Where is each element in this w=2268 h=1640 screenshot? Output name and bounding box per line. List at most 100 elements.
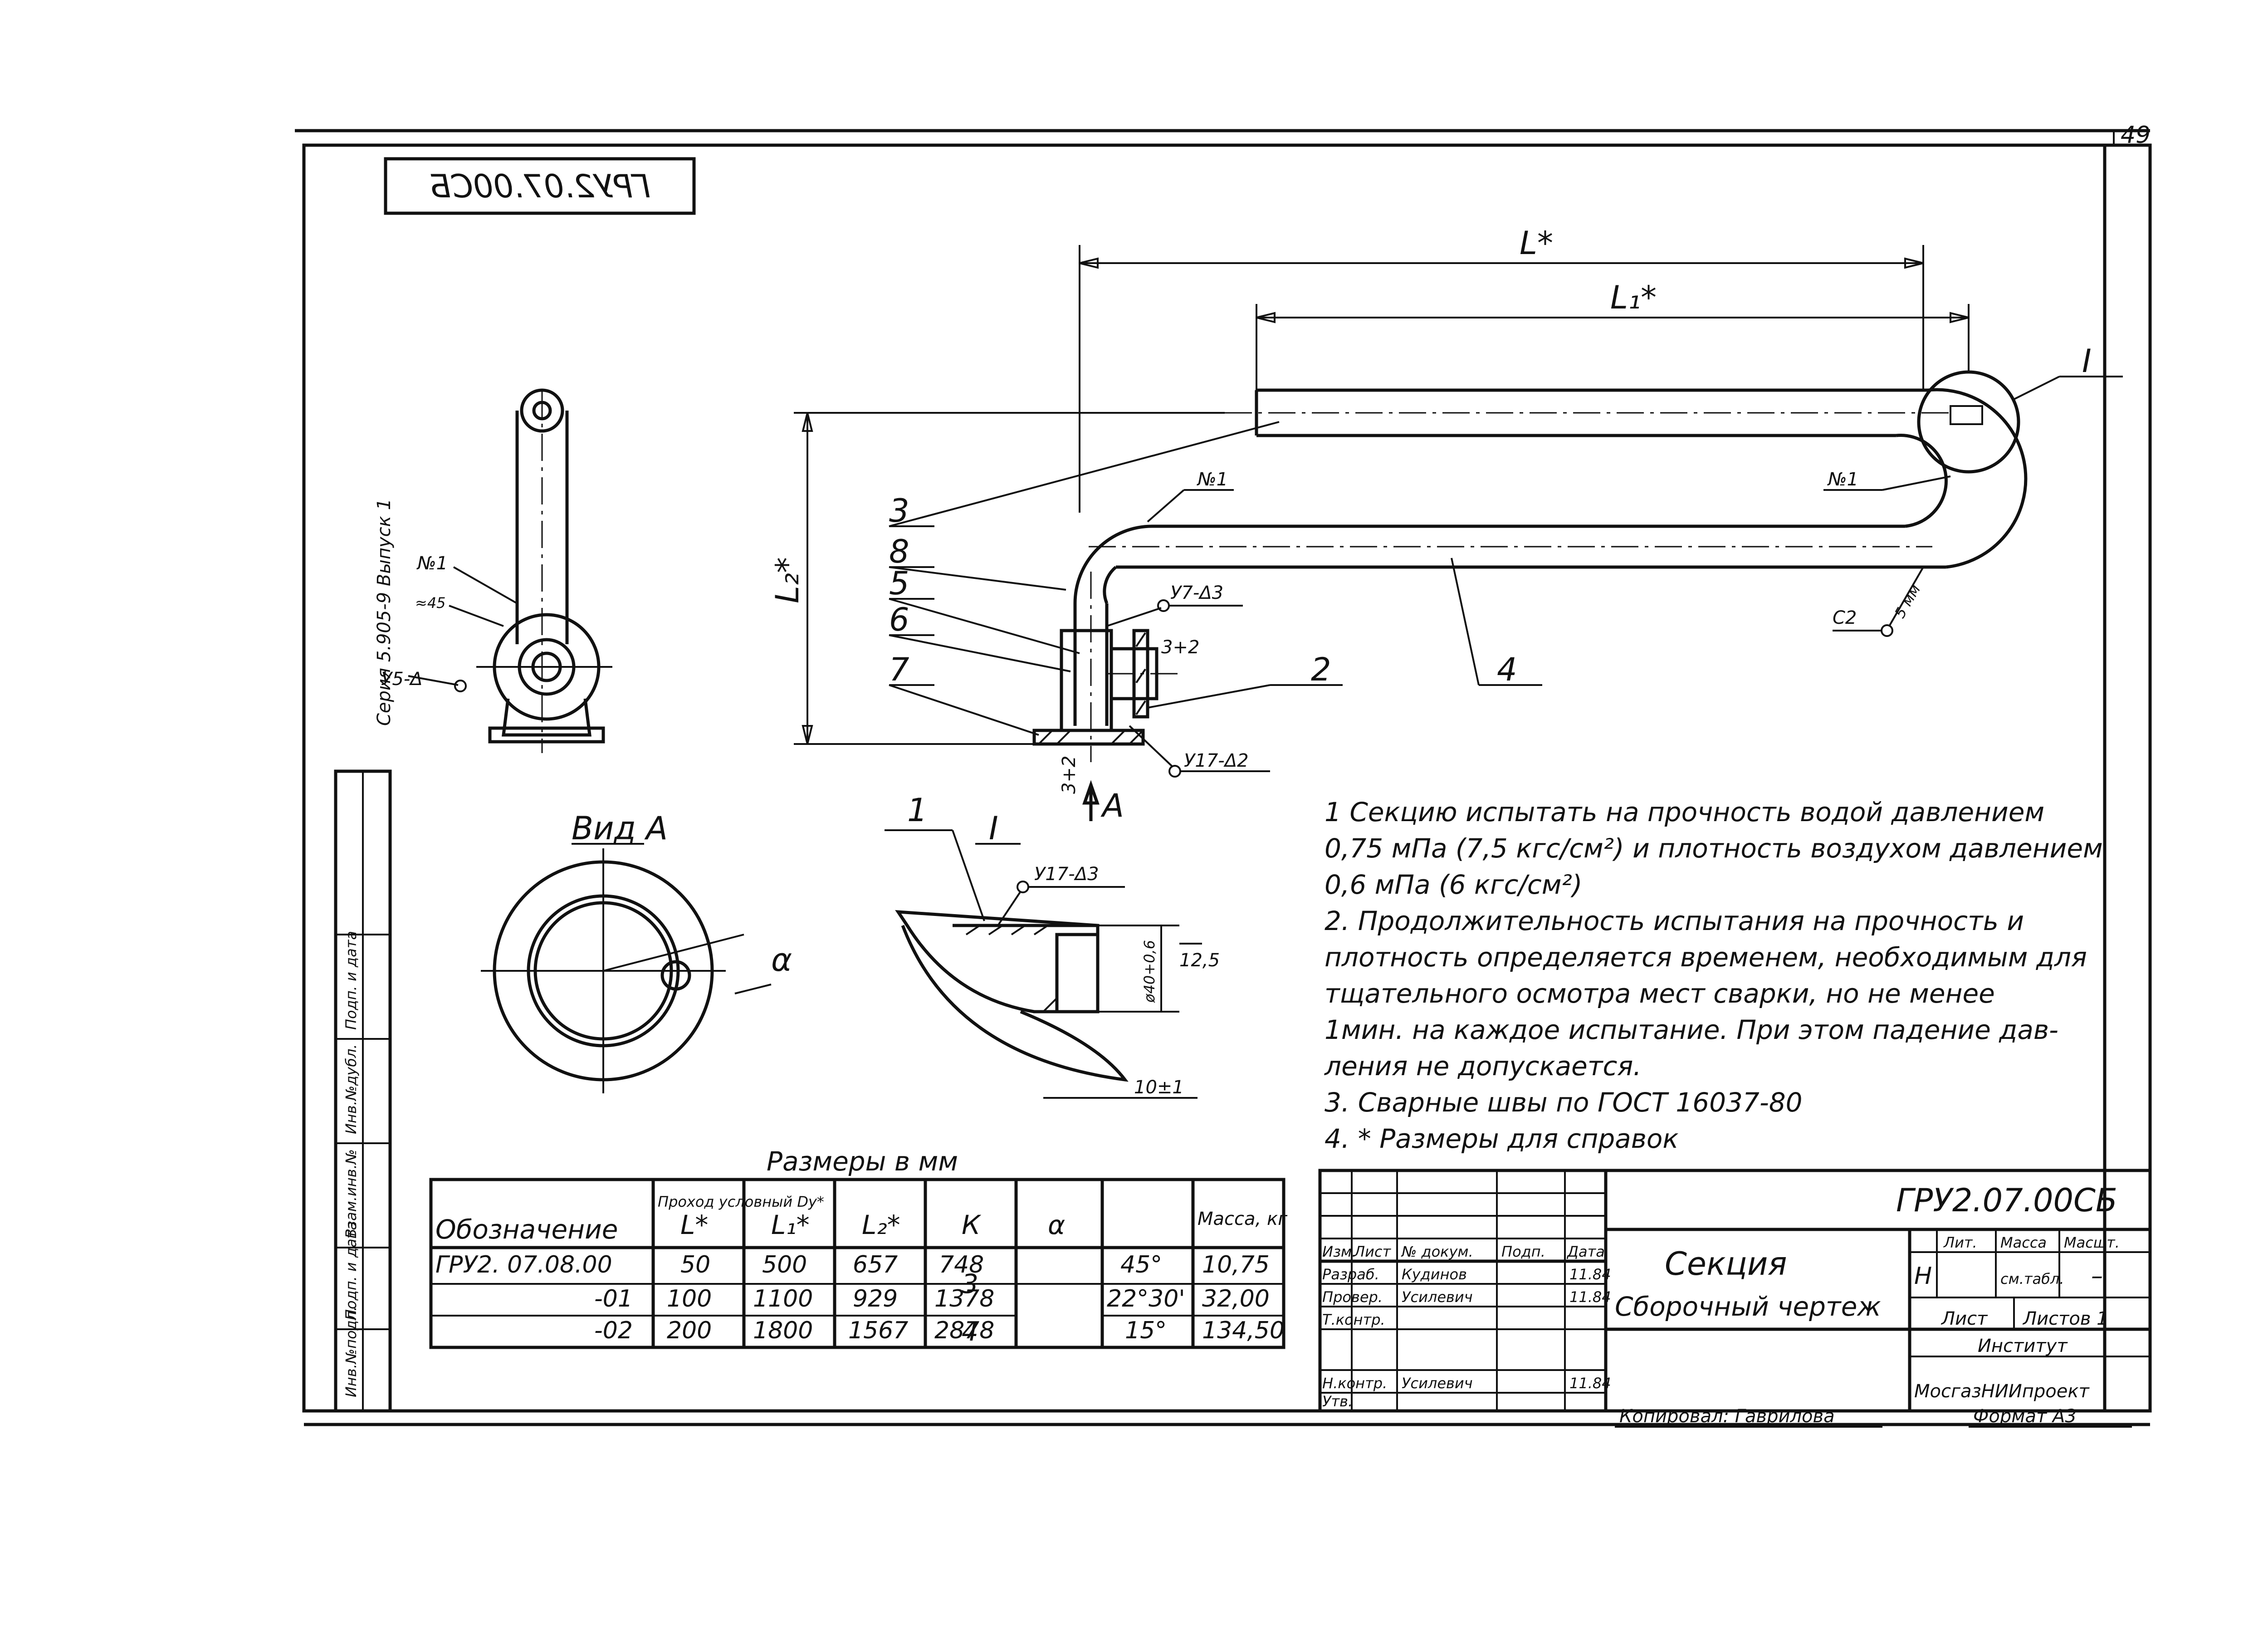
view-A-label: Вид А [572, 810, 668, 847]
tb-institute-label: Институт [1978, 1336, 2068, 1356]
cell-r2-c8: 32,00 [1202, 1285, 1270, 1312]
tb-name-2: Усилевич [1402, 1288, 1473, 1306]
note-line-9: 3. Сварные швы по ГОСТ 16037-80 [1325, 1087, 1803, 1118]
part-8: 8 [889, 533, 909, 570]
cell-r3-c2: 200 [667, 1317, 712, 1344]
technical-notes: 1 Секцию испытать на прочность водой дав… [1324, 797, 2103, 1154]
part-7: 7 [889, 651, 909, 688]
tb-role-ncontrol: Н.контр. [1322, 1375, 1387, 1392]
cell-r2-c5: 1378 [934, 1285, 994, 1312]
th-L2: L₂* [862, 1209, 900, 1240]
tb-role-approved: Утв. [1322, 1393, 1353, 1410]
tb-scale-val: – [2091, 1263, 2103, 1290]
tb-lit-val: Н [1914, 1263, 1932, 1290]
sheet-frame: 49 [295, 122, 2152, 1426]
gap-3-2-bottom: 3+2 [1059, 756, 1080, 794]
note-line-8: ления не допускается. [1324, 1051, 1642, 1082]
front-view: I L* L₁* L₂* 3 8 5 6 7 2 [769, 225, 2123, 824]
th-nominal-passage: Проход условный Dу* [658, 1193, 824, 1210]
cell-r1-c8: 10,75 [1202, 1251, 1270, 1278]
note-line-6: тщательного осмотра мест сварки, но не м… [1325, 978, 1995, 1009]
note-line-7: 1мин. на каждое испытание. При этом паде… [1325, 1014, 2058, 1045]
note-line-5: плотность определяется временем, необход… [1325, 942, 2087, 973]
detail-10-1: 10±1 [1134, 1077, 1184, 1098]
view-A: Вид А α [481, 810, 792, 1093]
cell-r3-c8: 134,50 [1202, 1317, 1285, 1344]
weld-n1-top: №1 [1827, 469, 1858, 490]
cell-r1-c5: 748 [939, 1251, 984, 1278]
side-series-label: Серия 5.905-9 Выпуск 1 [374, 499, 395, 726]
page-number: 49 [2121, 122, 2151, 149]
tb-role-developer: Разраб. [1322, 1266, 1379, 1283]
title-block: Изм. Лист № докум. Подп. Дата Разраб. Пр… [1318, 1169, 2152, 1428]
tb-institute: МосгазНИИпроект [1914, 1381, 2090, 1402]
side-margin-block: Инв.№подл. Подп. и дата Взам.инв.№ Инв.№… [334, 499, 395, 1413]
th-designation: Обозначение [435, 1214, 618, 1245]
tb-role-tcontrol: Т.контр. [1322, 1311, 1385, 1328]
cell-r3-c1: -02 [594, 1317, 633, 1344]
dim-L2: L₂* [769, 557, 806, 603]
cell-r2-c7: 22°30' [1107, 1285, 1185, 1312]
side-col-3: Взам.инв.№ [342, 1149, 360, 1239]
dim-L1: L₁* [1610, 279, 1657, 316]
detail-part-1: 1 [907, 792, 928, 829]
mirrored-stamp: ГРУ2.07.00СБ [384, 157, 696, 215]
table-caption: Размеры в мм [767, 1146, 958, 1177]
cell-r2-c4: 929 [853, 1285, 898, 1312]
detail-12-5: 12,5 [1179, 950, 1220, 971]
th-mass: Масса, кг [1198, 1209, 1288, 1229]
tb-name-4: Усилевич [1402, 1375, 1473, 1392]
cell-r3-c3: 1800 [753, 1317, 813, 1344]
detail-I-label: I [989, 810, 998, 847]
side-view: №1 ≈45 У5-Δ [381, 388, 612, 753]
tb-role-checker: Провер. [1322, 1288, 1383, 1306]
part-6: 6 [889, 601, 909, 638]
detail-weld: У17-Δ3 [1034, 864, 1099, 885]
tb-col-date: Дата [1566, 1243, 1605, 1260]
alpha-label: α [771, 941, 792, 979]
note-line-3: 0,6 мПа (6 кгс/см²) [1325, 869, 1582, 900]
side-weld-y5: У5-Δ [381, 669, 423, 690]
tb-date-4: 11.84 [1569, 1375, 1611, 1392]
tb-title: Секция [1665, 1245, 1787, 1283]
th-alpha: α [1048, 1209, 1065, 1240]
th-L: L* [680, 1209, 708, 1240]
detail-diameter: ø40+0,6 [1141, 940, 1158, 1003]
weld-c2-dim: 5 мм [1891, 582, 1924, 621]
cell-r3-c4: 1567 [848, 1317, 908, 1344]
tb-subtitle: Сборочный чертеж [1615, 1291, 1881, 1322]
callout-I: I [2082, 343, 2092, 380]
th-K: К [962, 1209, 982, 1240]
tb-code: ГРУ2.07.00СБ [1896, 1182, 2117, 1219]
cell-r1-c1: ГРУ2. 07.08.00 [435, 1251, 612, 1278]
arrow-A: А [1100, 787, 1124, 824]
gap-3-2: 3+2 [1161, 637, 1199, 658]
cell-r2-c3: 1100 [753, 1285, 813, 1312]
side-weld-n1: №1 [416, 553, 448, 574]
tb-date-1: 11.84 [1569, 1266, 1611, 1283]
part-4: 4 [1497, 651, 1517, 688]
th-L1: L₁* [771, 1209, 810, 1240]
cell-r1-c6: 3 [962, 1268, 978, 1299]
tb-col-sign: Подп. [1501, 1243, 1545, 1260]
cell-r2-c2: 100 [667, 1285, 712, 1312]
stamp-code-mirrored: ГРУ2.07.00СБ [429, 168, 650, 205]
note-line-10: 4. * Размеры для справок [1325, 1123, 1678, 1154]
tb-col-sheet: Лист [1354, 1243, 1391, 1260]
detail-I: 1 I У17-Δ3 ø40+0,6 12,5 10±1 [885, 792, 1220, 1099]
cell-r1-c3: 500 [762, 1251, 807, 1278]
weld-y17: У17-Δ2 [1184, 750, 1249, 771]
tb-col-change: Изм. [1322, 1243, 1356, 1260]
note-line-4: 2. Продолжительность испытания на прочно… [1325, 906, 2024, 936]
tb-col-docnum: № докум. [1401, 1243, 1473, 1260]
note-line-1: 1 Секцию испытать на прочность водой дав… [1325, 797, 2044, 827]
side-angle-45: ≈45 [415, 594, 446, 612]
part-3: 3 [889, 492, 909, 529]
note-line-2: 0,75 мПа (7,5 кгс/см²) и плотность возду… [1325, 833, 2103, 864]
side-col-2: Подп. и дата [342, 1221, 360, 1320]
side-col-4: Инв.№дубл. [342, 1044, 360, 1134]
tb-sheets-label: Листов 1 [2022, 1308, 2108, 1329]
cell-r3-c7: 15° [1125, 1317, 1167, 1344]
tb-format: Формат А3 [1973, 1406, 2077, 1427]
